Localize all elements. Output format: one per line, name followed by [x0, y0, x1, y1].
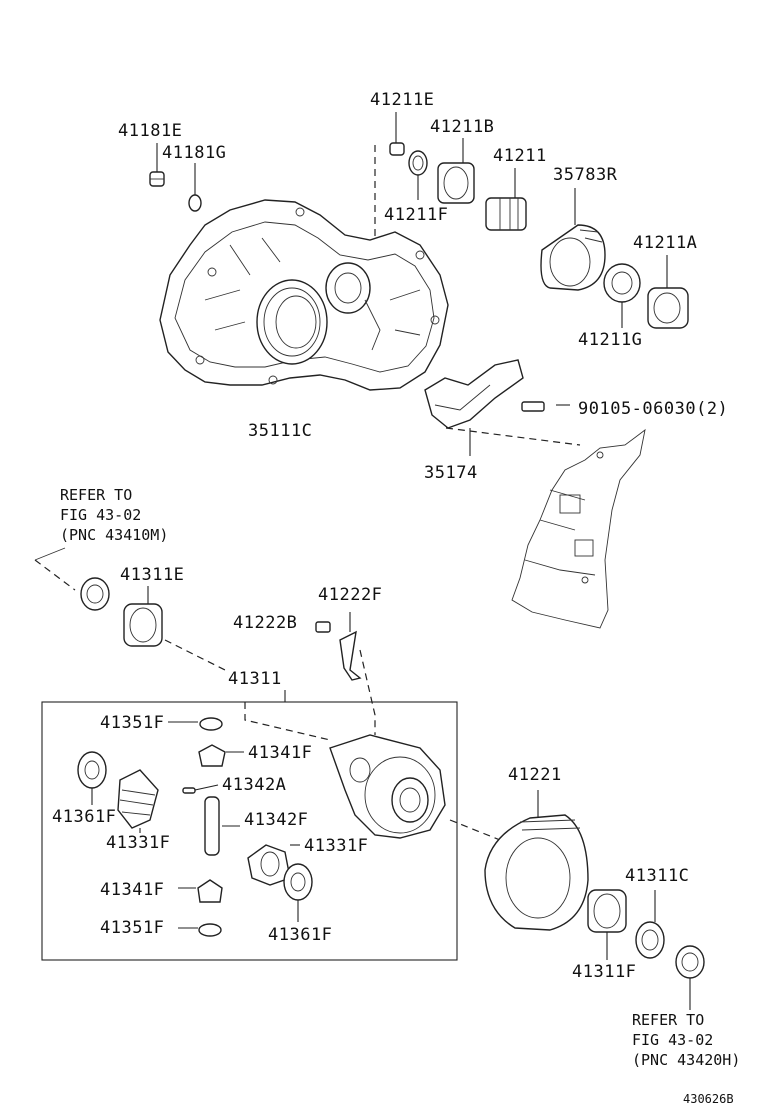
- label-41311F: 41311F: [572, 962, 636, 982]
- label-41211F: 41211F: [384, 205, 448, 225]
- label-41341F-bottom: 41341F: [100, 880, 164, 900]
- label-41222F: 41222F: [318, 585, 382, 605]
- plug-41181E-drawing: [149, 143, 165, 187]
- label-35174: 35174: [424, 463, 478, 483]
- label-41181G: 41181G: [162, 143, 226, 163]
- transaxle-housing-drawing: [159, 199, 449, 391]
- label-41211A: 41211A: [633, 233, 697, 253]
- label-41311E: 41311E: [120, 565, 184, 585]
- label-41331F-left: 41331F: [106, 833, 170, 853]
- label-41331F-right: 41331F: [304, 836, 368, 856]
- label-41181E: 41181E: [118, 121, 182, 141]
- bearing-cover-35174-drawing: [424, 359, 581, 456]
- label-41311: 41311: [228, 669, 282, 689]
- label-41211E: 41211E: [370, 90, 434, 110]
- refer-bottom-line2: FIG 43-02: [632, 1031, 713, 1049]
- label-41311C: 41311C: [625, 866, 689, 886]
- label-41222B: 41222B: [233, 613, 297, 633]
- label-90105-06030: 90105-06030(2): [578, 399, 728, 419]
- label-41211G: 41211G: [578, 330, 642, 350]
- label-41342A: 41342A: [222, 775, 286, 795]
- differential-parts-drawing: [77, 702, 501, 937]
- label-41361F-left: 41361F: [52, 807, 116, 827]
- label-41211B: 41211B: [430, 117, 494, 137]
- label-41351F-bottom: 41351F: [100, 918, 164, 938]
- label-35111C: 35111C: [248, 421, 312, 441]
- gasket-41181G-drawing: [188, 163, 202, 212]
- label-41211: 41211: [493, 146, 547, 166]
- refer-top-line2: FIG 43-02: [60, 506, 141, 524]
- label-35783R: 35783R: [553, 165, 618, 185]
- refer-bottom-line1: REFER TO: [632, 1011, 704, 1029]
- label-41351F-top: 41351F: [100, 713, 164, 733]
- engine-block-drawing: [511, 428, 646, 629]
- refer-top-line1: REFER TO: [60, 486, 132, 504]
- label-41342F: 41342F: [244, 810, 308, 830]
- label-41361F-bottom: 41361F: [268, 925, 332, 945]
- refer-top-line3: (PNC 43410M): [60, 526, 168, 544]
- label-41221: 41221: [508, 765, 562, 785]
- refer-bottom-line3: (PNC 43420H): [632, 1051, 740, 1069]
- label-41341F-top: 41341F: [248, 743, 312, 763]
- bearing-41311E-drawing: [34, 547, 226, 671]
- figure-code: 430626B: [683, 1092, 734, 1106]
- differential-kit-box: [41, 701, 458, 961]
- ring-gear-41221-drawing: [484, 790, 705, 1010]
- shaft-group-drawing: [374, 112, 689, 329]
- speedo-drive-drawing: [315, 612, 376, 735]
